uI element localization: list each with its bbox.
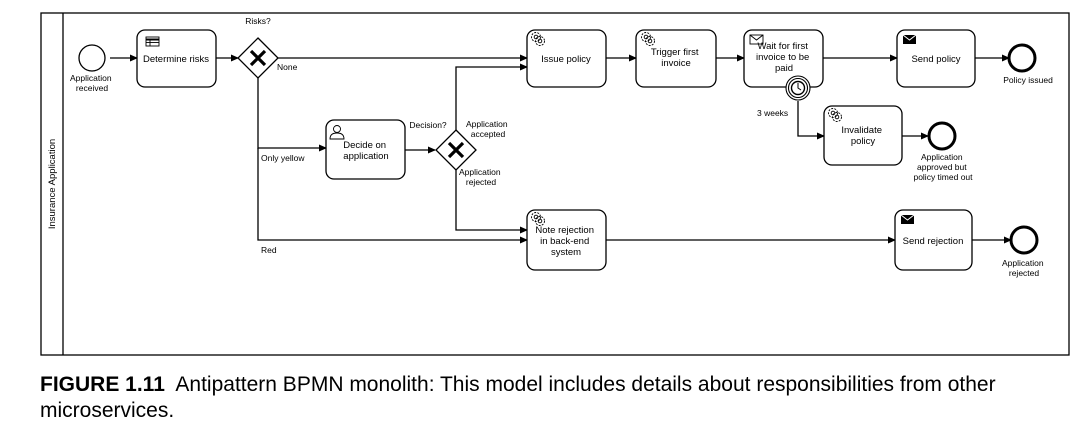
flow-red [257,148,528,244]
flow-label-three-weeks: 3 weeks [757,108,788,118]
svg-text:Decide on application: Decide on application [343,140,388,162]
flow-rejected [455,170,528,234]
flow-label-application-rejected: Application rejected [459,167,503,187]
flow-timer-to-invalidate [797,101,825,140]
task-send-policy: Send policy [896,29,976,88]
svg-text:Application rejected: Application rejected [1002,258,1046,278]
sequence-flows [110,54,1012,244]
start-event-application-received: Application received [70,44,114,93]
gear-icon [531,32,545,46]
filled-envelope-icon [902,34,917,44]
filled-envelope-icon [900,214,915,224]
svg-text:Policy issued: Policy issued [1003,75,1053,85]
svg-text:Trigger first invoice: Trigger first invoice [651,47,701,69]
svg-text:Send rejection: Send rejection [903,236,964,247]
lane-label: Insurance Application [47,139,58,229]
flow-label-application-accepted: Application accepted [466,119,510,139]
gateway-risks: Risks? [237,16,279,79]
task-invalidate-policy: Invalidate policy [823,105,903,166]
task-send-rejection: Send rejection [894,209,973,271]
gear-icon [641,32,655,46]
svg-text:Application received: Application received [70,73,114,93]
gateway-decision: Decision? [409,120,477,171]
figure-caption-text: Antipattern BPMN monolith: This model in… [40,373,996,422]
svg-text:Wait for first invoice t: Wait for first invoice to be paid [756,41,812,74]
svg-text:Application approved but: Application approved but policy timed ou… [913,152,973,182]
flow-accepted [455,63,528,130]
figure-number: FIGURE 1.11 [40,373,165,396]
x-icon [249,49,267,67]
task-determine-risks: Determine risks [136,29,217,88]
figure-caption: FIGURE 1.11 Antipattern BPMN monolith: T… [40,372,1070,424]
task-note-rejection: Note rejection in back-end system [526,209,607,271]
gear-icon [828,108,842,122]
end-event-policy-issued: Policy issued [1003,43,1053,85]
svg-text:Decision?: Decision? [409,120,447,130]
task-trigger-first-invoice: Trigger first invoice [635,29,717,88]
envelope-icon [749,34,764,45]
end-event-approved-timed-out: Application approved but policy timed ou… [913,121,973,182]
task-issue-policy: Issue policy [526,29,607,88]
business-rule-icon [145,36,160,47]
svg-text:Risks?: Risks? [245,16,271,26]
task-decide-on-application: Decide on application [325,119,406,180]
user-icon [329,125,345,140]
flow-label-red: Red [261,245,277,255]
svg-text:Send policy: Send policy [911,54,960,65]
flow-label-none: None [277,62,298,72]
x-icon [447,141,465,159]
gear-icon [531,212,545,226]
pool [40,12,1070,356]
timer-icon [785,75,811,101]
end-event-application-rejected: Application rejected [1002,225,1046,278]
svg-text:Invalidate policy: Invalidate policy [841,125,884,147]
svg-text:Note rejection in back-e: Note rejection in back-end system [535,225,596,258]
task-wait-for-first-invoice: Wait for first invoice to be paid [743,29,824,101]
svg-text:Issue policy: Issue policy [541,54,591,65]
flow-only-yellow [257,78,327,152]
flow-label-only-yellow: Only yellow [261,153,305,163]
svg-text:Determine risks: Determine risks [143,54,209,65]
